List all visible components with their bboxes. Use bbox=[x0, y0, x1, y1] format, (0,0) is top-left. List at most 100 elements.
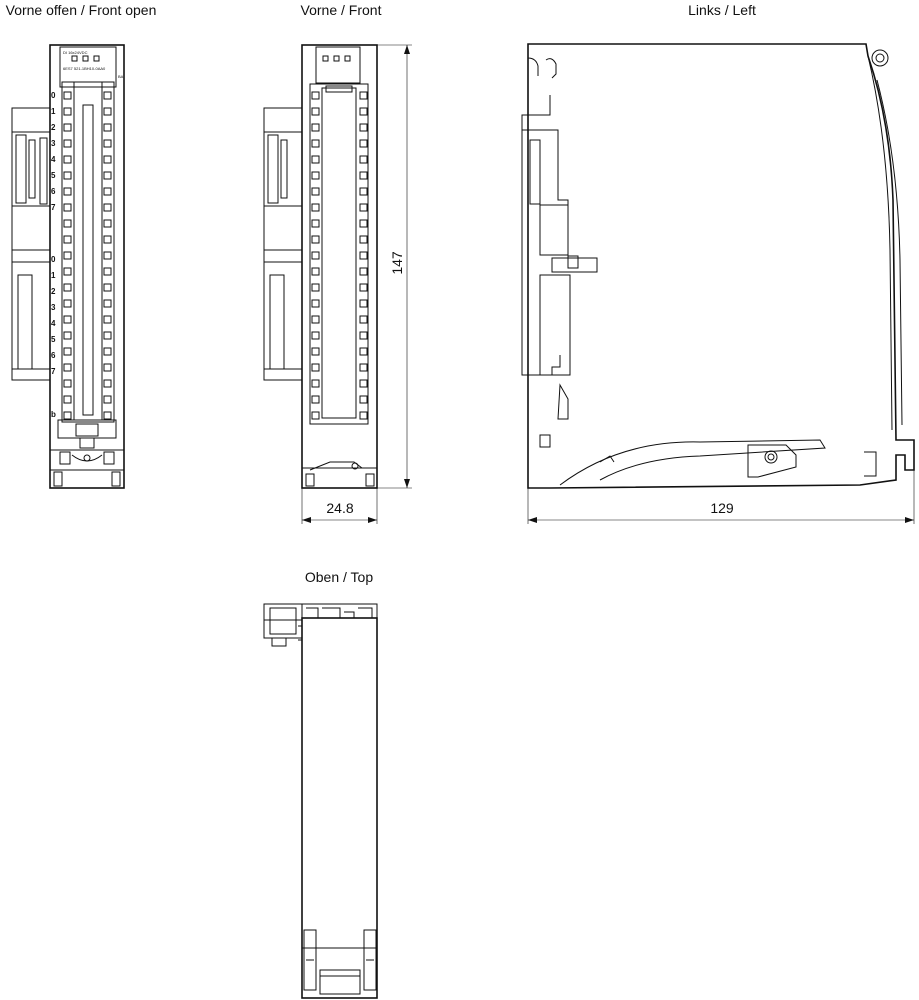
terminal-screw bbox=[311, 107, 320, 116]
terminal-screw bbox=[311, 155, 320, 164]
terminal-screw bbox=[311, 379, 320, 388]
terminal-screw bbox=[359, 379, 368, 388]
front-open-ch0: 0 bbox=[51, 91, 56, 100]
front-open-order-number: 6ES7 521-1BH10-0AA0 bbox=[63, 66, 106, 71]
front-open-side-text: BA bbox=[118, 74, 124, 79]
terminal-screw bbox=[63, 283, 72, 292]
terminal-screw bbox=[63, 379, 72, 388]
terminal-screw bbox=[103, 363, 112, 372]
terminal-screw bbox=[103, 251, 112, 260]
terminal-screw bbox=[63, 123, 72, 132]
terminal-screw bbox=[63, 139, 72, 148]
terminal-screw bbox=[359, 315, 368, 324]
terminal-screw bbox=[63, 347, 72, 356]
terminal-screw bbox=[63, 315, 72, 324]
terminal-screw bbox=[311, 331, 320, 340]
front-open-ch4: 4 bbox=[51, 155, 56, 164]
terminal-screw bbox=[103, 315, 112, 324]
terminal-screw bbox=[311, 91, 320, 100]
dimension-depth: 129 bbox=[527, 470, 915, 524]
top-view bbox=[263, 603, 378, 999]
front-open-ch14: 6 bbox=[51, 351, 56, 360]
terminal-screw bbox=[63, 395, 72, 404]
terminal-screw bbox=[359, 299, 368, 308]
front-open-ch1: 1 bbox=[51, 107, 56, 116]
front-open-ch5: 5 bbox=[51, 171, 56, 180]
terminal-screw bbox=[359, 203, 368, 212]
dimension-height: 147 bbox=[377, 44, 412, 489]
terminal-screw bbox=[63, 155, 72, 164]
terminal-screw bbox=[103, 267, 112, 276]
front-open-view: DI 16x24VDC 6ES7 521-1BH10-0AA0 BA 0 1 2… bbox=[11, 44, 125, 489]
terminal-screw bbox=[359, 155, 368, 164]
front-housing bbox=[301, 44, 378, 489]
terminal-screw bbox=[63, 331, 72, 340]
terminal-screw bbox=[103, 203, 112, 212]
terminal-screw bbox=[359, 267, 368, 276]
top-housing bbox=[301, 617, 378, 999]
front-rail-connector bbox=[263, 107, 303, 381]
terminal-screw bbox=[103, 395, 112, 404]
front-open-ch15: 7 bbox=[51, 367, 56, 376]
front-open-ch10: 2 bbox=[51, 287, 56, 296]
terminal-screw bbox=[311, 171, 320, 180]
terminal-screw bbox=[103, 155, 112, 164]
front-open-ch13: 5 bbox=[51, 335, 56, 344]
left-view: 129 bbox=[521, 43, 915, 524]
view-title-left: Links / Left bbox=[688, 2, 756, 18]
left-top-screw bbox=[871, 49, 889, 67]
front-open-rail-connector bbox=[11, 107, 51, 381]
front-label-area bbox=[315, 46, 361, 84]
terminal-screw bbox=[103, 171, 112, 180]
dimension-depth-label: 129 bbox=[710, 500, 734, 516]
front-cover-window bbox=[321, 87, 357, 419]
front-open-led-3 bbox=[93, 55, 100, 62]
terminal-screw bbox=[311, 299, 320, 308]
view-title-front-open: Vorne offen / Front open bbox=[6, 2, 157, 18]
view-title-front: Vorne / Front bbox=[301, 2, 382, 18]
front-open-led-1 bbox=[71, 55, 78, 62]
front-open-ch3: 3 bbox=[51, 139, 56, 148]
front-open-label-area bbox=[59, 46, 117, 88]
front-led-2 bbox=[333, 55, 340, 62]
terminal-screw bbox=[359, 347, 368, 356]
terminal-screw bbox=[103, 139, 112, 148]
terminal-screw bbox=[63, 91, 72, 100]
terminal-screw bbox=[311, 139, 320, 148]
terminal-screw bbox=[103, 219, 112, 228]
front-open-ch2: 2 bbox=[51, 123, 56, 132]
terminal-screw bbox=[359, 139, 368, 148]
front-open-led-2 bbox=[82, 55, 89, 62]
left-rail-interface bbox=[521, 95, 598, 448]
front-led-3 bbox=[344, 55, 351, 62]
terminal-screw bbox=[63, 235, 72, 244]
terminal-screw bbox=[359, 331, 368, 340]
terminal-screw bbox=[63, 267, 72, 276]
terminal-screw bbox=[359, 187, 368, 196]
terminal-screw bbox=[103, 299, 112, 308]
dimension-width-label: 24.8 bbox=[326, 500, 353, 516]
terminal-screw bbox=[103, 107, 112, 116]
terminal-screw bbox=[63, 171, 72, 180]
terminal-screw bbox=[103, 347, 112, 356]
terminal-screw bbox=[311, 219, 320, 228]
terminal-screw bbox=[311, 411, 320, 420]
front-bottom-latch bbox=[302, 461, 377, 487]
terminal-screw bbox=[63, 251, 72, 260]
left-bottom-lever bbox=[559, 439, 877, 486]
terminal-screw bbox=[63, 107, 72, 116]
terminal-screw bbox=[311, 251, 320, 260]
terminal-screw bbox=[359, 219, 368, 228]
terminal-screw bbox=[103, 123, 112, 132]
terminal-screw bbox=[103, 235, 112, 244]
top-bottom-connector bbox=[302, 929, 377, 995]
terminal-screw bbox=[103, 411, 112, 420]
terminal-screw bbox=[311, 187, 320, 196]
front-open-terminal-strip bbox=[61, 81, 115, 423]
terminal-screw bbox=[359, 123, 368, 132]
terminal-screw bbox=[359, 283, 368, 292]
terminal-screw bbox=[311, 203, 320, 212]
left-top-hook bbox=[527, 44, 557, 79]
terminal-screw bbox=[63, 411, 72, 420]
terminal-screw bbox=[63, 203, 72, 212]
